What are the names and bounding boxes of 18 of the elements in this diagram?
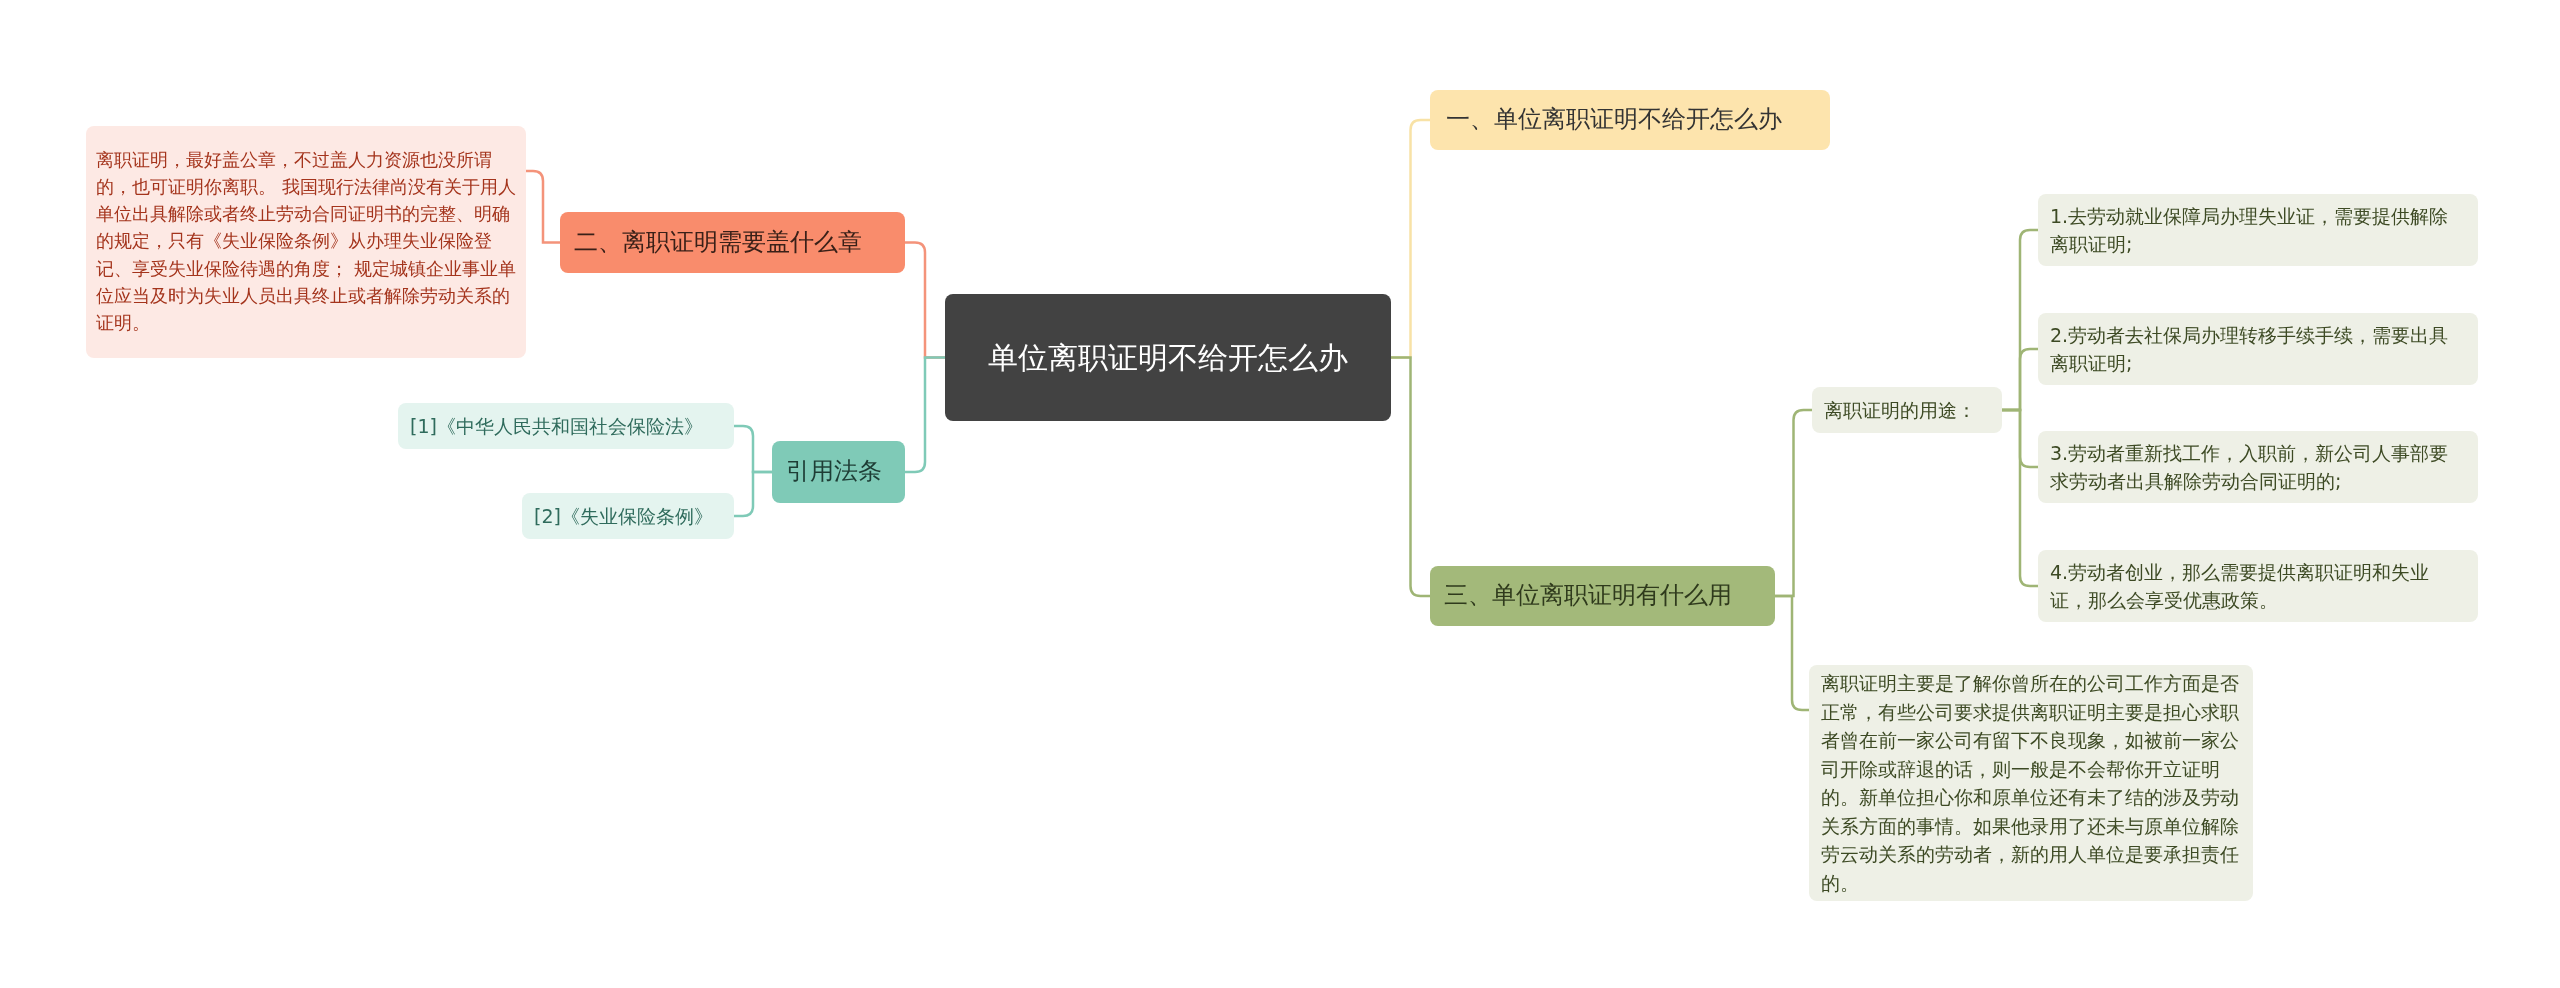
connector-line: [734, 470, 772, 518]
note-card: 3.劳动者重新找工作，入职前，新公司人事部要求劳动者出具解除劳动合同证明的;: [2038, 431, 2478, 503]
branch-topic-box: 引用法条: [772, 441, 905, 503]
note-card: 离职证明的用途：: [1812, 387, 2002, 433]
connector-line: [2002, 408, 2038, 588]
note-card: 离职证明，最好盖公章，不过盖人力资源也没所谓的，也可证明你离职。 我国现行法律尚没有关于用人单位出具解除或者终止劳动合同证明书的完整、明确的规定，只有《失业保险条例》从办理失业保险登记、享受失业保险待遇的角度； 规定城镇企业事业单位应当及时为失业人员出具终止或者解除劳动关系的证明。: [86, 126, 526, 358]
reference-card: [2]《失业保险条例》: [522, 493, 734, 539]
note-card: 2.劳动者去社保局办理转移手续手续，需要出具离职证明;: [2038, 313, 2478, 385]
branch-topic-box: 一、单位离职证明不给开怎么办: [1430, 90, 1830, 150]
branch-topic-box: 二、离职证明需要盖什么章: [560, 212, 905, 273]
reference-card: [1]《中华人民共和国社会保险法》: [398, 403, 734, 449]
connector-line: [1391, 356, 1430, 598]
note-card: 4.劳动者创业，那么需要提供离职证明和失业证，那么会享受优惠政策。: [2038, 550, 2478, 622]
note-card: 1.去劳动就业保障局办理失业证，需要提供解除离职证明;: [2038, 194, 2478, 266]
connector-line: [905, 356, 945, 474]
note-card: 离职证明主要是了解你曾所在的公司工作方面是否正常，有些公司要求提供离职证明主要是担心求职者曾在前一家公司有留下不良现象，如被前一家公司开除或辞退的话，则一般是不会帮你开立证明的。新单位担心你和原单位还有未了结的涉及劳动关系方面的事情。如果他录用了还未与原单位解除劳云动关系的劳动者，新的用人单位是要承担责任的。: [1809, 665, 2253, 901]
branch-topic-box: 三、单位离职证明有什么用: [1430, 566, 1775, 626]
central-topic-box: 单位离职证明不给开怎么办: [945, 294, 1391, 421]
